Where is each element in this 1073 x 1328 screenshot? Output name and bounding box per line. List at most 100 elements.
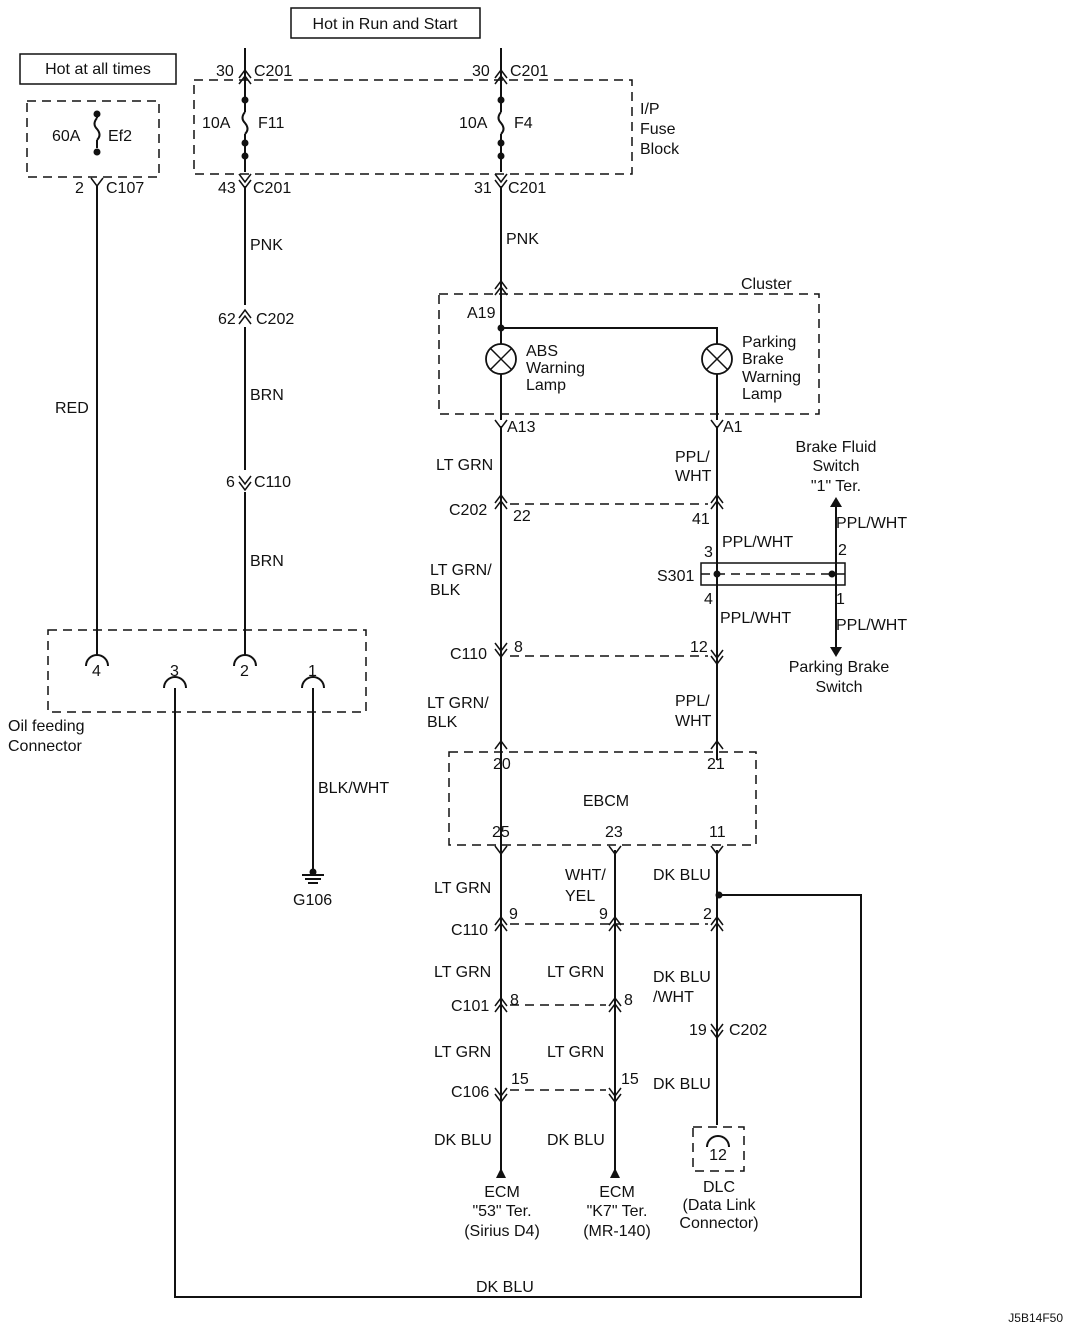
brake-fluid-switch: Brake Fluid Switch "1" Ter. [796,439,877,507]
svg-text:10A: 10A [459,115,488,132]
svg-text:3: 3 [704,544,713,561]
svg-text:Lamp: Lamp [742,386,782,403]
svg-text:C202: C202 [256,311,294,328]
dk-blu-return-wire [174,688,862,1298]
svg-text:10A: 10A [202,115,231,132]
svg-text:C201: C201 [508,180,546,197]
abs-warning-lamp: ABS Warning Lamp [485,343,585,394]
lt-grn-label-1: LT GRN [436,457,493,474]
svg-text:A1: A1 [723,419,743,436]
svg-text:Parking Brake: Parking Brake [789,659,890,676]
dlc-connector: 12 DLC (Data Link Connector) [679,1126,759,1232]
c110-pin-6: 6 C110 [226,470,291,492]
dk-blu-label-4: DK BLU [547,1132,605,1149]
dk-blu-wht-label: DK BLU /WHT [653,969,711,1006]
dk-blu-label-2: DK BLU [653,1076,711,1093]
ebcm-top-pins: 20 21 [493,739,725,773]
svg-text:2: 2 [75,180,84,197]
svg-text:Connector): Connector) [679,1215,758,1232]
svg-text:C110: C110 [254,474,291,491]
svg-text:(Data Link: (Data Link [683,1197,757,1214]
svg-text:F11: F11 [258,115,284,132]
f4-fuse: 10A F4 30 C201 [459,48,548,172]
svg-text:Brake Fluid: Brake Fluid [796,439,877,456]
svg-text:1: 1 [836,591,845,608]
svg-text:C110: C110 [450,646,487,663]
lt-grn-blk-label-2: LT GRN/ BLK [427,695,489,731]
svg-text:WHT: WHT [675,468,712,485]
ppl-wht-label-2: PPL/ WHT [675,693,712,730]
svg-text:C107: C107 [106,180,144,197]
svg-text:Brake: Brake [742,351,784,368]
pnk-label-left: PNK [250,237,283,254]
svg-text:Warning: Warning [526,360,585,377]
svg-text:43: 43 [218,180,236,197]
svg-text:BLK: BLK [427,714,458,731]
svg-text:S301: S301 [657,568,694,585]
svg-text:30: 30 [216,63,234,80]
ppl-wht-label-1: PPL/ WHT [675,449,712,485]
svg-text:C106: C106 [451,1084,489,1101]
brn-label-upper: BRN [250,387,284,404]
fuse-block-label: I/P Fuse Block [640,101,680,158]
svg-text:Ef2: Ef2 [108,128,132,145]
svg-text:I/P: I/P [640,101,660,118]
ip-fuse-block [193,79,633,175]
svg-text:3: 3 [170,663,179,680]
svg-text:4: 4 [92,663,101,680]
c101-pins: C101 8 8 [451,992,633,1015]
hot-in-run-and-start-box: Hot in Run and Start [290,7,481,39]
parking-brake-warning-lamp: Parking Brake Warning Lamp [701,334,801,403]
svg-text:60A: 60A [52,128,81,145]
svg-text:(Sirius D4): (Sirius D4) [464,1223,540,1240]
ebcm-label: EBCM [583,793,629,810]
svg-text:Block: Block [640,141,680,158]
c202-pin-19: 19 C202 [689,1022,767,1040]
svg-text:PPL/WHT: PPL/WHT [722,534,793,551]
svg-text:21: 21 [707,756,725,773]
svg-text:9: 9 [599,906,608,923]
c202-pin-62: 62 C202 [218,305,294,328]
svg-text:Parking: Parking [742,334,796,351]
ppl-wht-label-bfs: PPL/WHT [836,515,907,532]
svg-text:BLK: BLK [430,582,461,599]
hot-at-all-times-box: Hot at all times [19,53,177,85]
f11-fuse: 10A F11 30 C201 [202,48,292,172]
svg-text:41: 41 [692,511,710,528]
parking-brake-switch: Parking Brake Switch [789,647,890,696]
svg-text:C202: C202 [729,1022,767,1039]
dk-blu-bottom-label: DK BLU [476,1279,534,1296]
svg-text:"53" Ter.: "53" Ter. [472,1203,531,1220]
svg-text:2: 2 [703,906,712,923]
svg-text:6: 6 [226,474,235,491]
lt-grn-label-2: LT GRN [434,880,491,897]
c202-pins: C202 22 41 [449,493,724,528]
dk-blu-label-3: DK BLU [434,1132,492,1149]
oil-feeding-connector [47,629,367,713]
lt-grn-label-5: LT GRN [434,1044,491,1061]
svg-text:31: 31 [474,180,492,197]
dk-blu-label-1: DK BLU [653,867,711,884]
lt-grn-label-3: LT GRN [434,964,491,981]
svg-text:DK BLU: DK BLU [653,969,711,986]
svg-text:Hot at all times: Hot at all times [45,61,151,78]
ground-g106: G106 [293,868,332,909]
svg-text:LT GRN/: LT GRN/ [430,562,492,579]
svg-text:25: 25 [492,824,510,841]
svg-text:ECM: ECM [599,1184,635,1201]
oil-connector-label: Oil feeding Connector [8,718,85,755]
svg-text:Hot in Run and Start: Hot in Run and Start [313,16,459,33]
cluster-internal-wiring [497,296,718,420]
svg-text:ECM: ECM [484,1184,520,1201]
ecm-k7-terminal: ECM "K7" Ter. (MR-140) [583,1168,651,1240]
ecm-53-terminal: ECM "53" Ter. (Sirius D4) [464,1168,540,1240]
c201-pin-31: 31 C201 [474,173,546,197]
svg-text:1: 1 [308,663,317,680]
svg-text:C201: C201 [254,63,292,80]
svg-text:PPL/: PPL/ [675,449,710,466]
svg-text:PPL/: PPL/ [675,693,710,710]
svg-text:WHT/: WHT/ [565,867,606,884]
svg-text:C110: C110 [451,922,488,939]
ef2-fuse: 60A Ef2 [52,110,132,156]
